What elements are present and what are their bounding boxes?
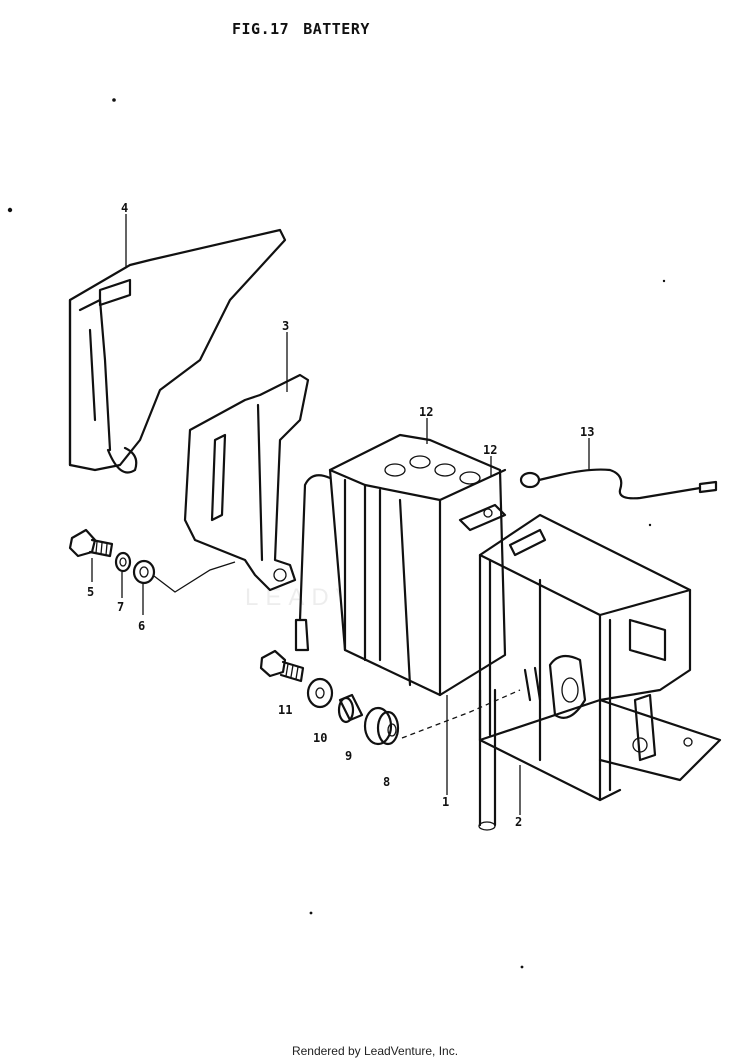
scan-specks [7, 98, 666, 969]
callout-7: 7 [117, 600, 124, 614]
figure-title: FIG.17 BATTERY [232, 20, 384, 38]
figure-number: FIG.17 [232, 20, 290, 38]
part-11-bolt [259, 649, 305, 683]
part-2-battery-box [478, 513, 722, 831]
callout-12-battery: 12 [419, 405, 433, 419]
part-5-bolt [68, 528, 114, 558]
part-10-washer [306, 677, 334, 709]
callout-2: 2 [515, 815, 522, 829]
callout-labels: 4 3 12 12 13 5 7 6 11 10 9 8 1 2 [87, 201, 594, 829]
leader-lines [91, 214, 590, 815]
callout-5: 5 [87, 585, 94, 599]
callout-10: 10 [313, 731, 327, 745]
part-1-battery [294, 433, 507, 697]
part-13-cable [519, 468, 718, 500]
callout-3: 3 [282, 319, 289, 333]
part-3-bracket-plate [183, 373, 310, 592]
callout-12-terminal: 12 [483, 443, 497, 457]
footer-credit: Rendered by LeadVenture, Inc. [291, 1044, 459, 1058]
callout-11: 11 [278, 703, 292, 717]
callout-8: 8 [383, 775, 390, 789]
callout-9: 9 [345, 749, 352, 763]
callout-6: 6 [138, 619, 145, 633]
callout-13: 13 [580, 425, 594, 439]
part-6-washer [132, 559, 236, 593]
callout-1: 1 [442, 795, 449, 809]
part-7-lock-washer [114, 551, 132, 573]
callout-4: 4 [121, 201, 128, 215]
part-4-side-cover [68, 228, 287, 474]
part-8-grommet [363, 689, 521, 746]
figure-name: BATTERY [303, 20, 370, 38]
part-9-collar [337, 693, 364, 724]
